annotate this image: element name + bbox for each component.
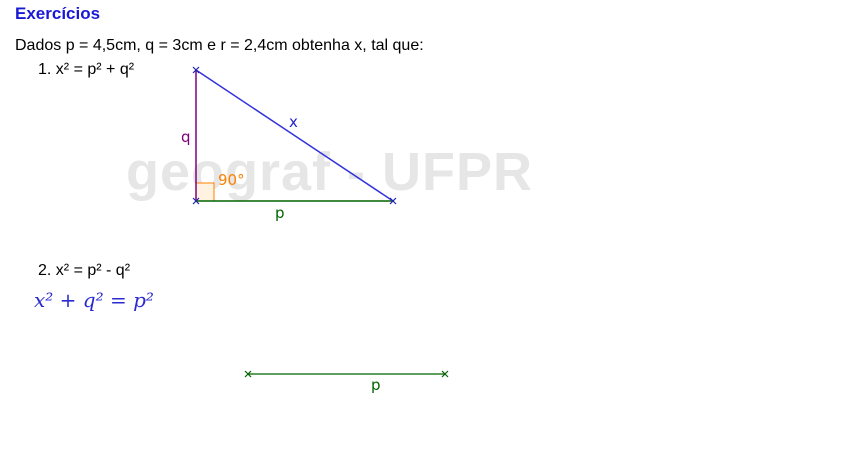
- formula: x² + q² = p²: [34, 288, 154, 312]
- endpoint-right[interactable]: [441, 370, 449, 378]
- exercise-item-2: 2. x² = p² - q²: [38, 262, 131, 279]
- segment-x[interactable]: [195, 69, 394, 202]
- vertex-right[interactable]: [389, 197, 397, 205]
- angle-label: 90°: [218, 171, 245, 189]
- vertex-top[interactable]: [192, 66, 200, 74]
- segment-figure: p: [244, 370, 449, 394]
- exercise-item-1: 1. x² = p² + q²: [38, 61, 135, 78]
- vertex-right-angle[interactable]: [192, 197, 200, 205]
- problem-statement: Dados p = 4,5cm, q = 3cm e r = 2,4cm obt…: [15, 37, 424, 54]
- watermark-text: geograf - UFPR: [126, 142, 534, 202]
- label-p: p: [275, 204, 285, 222]
- label-p-2: p: [371, 376, 381, 394]
- triangle-figure: q x p 90°: [181, 66, 397, 222]
- endpoint-left[interactable]: [244, 370, 252, 378]
- label-x: x: [289, 113, 298, 131]
- label-q: q: [181, 128, 191, 146]
- page-title: Exercícios: [15, 4, 101, 23]
